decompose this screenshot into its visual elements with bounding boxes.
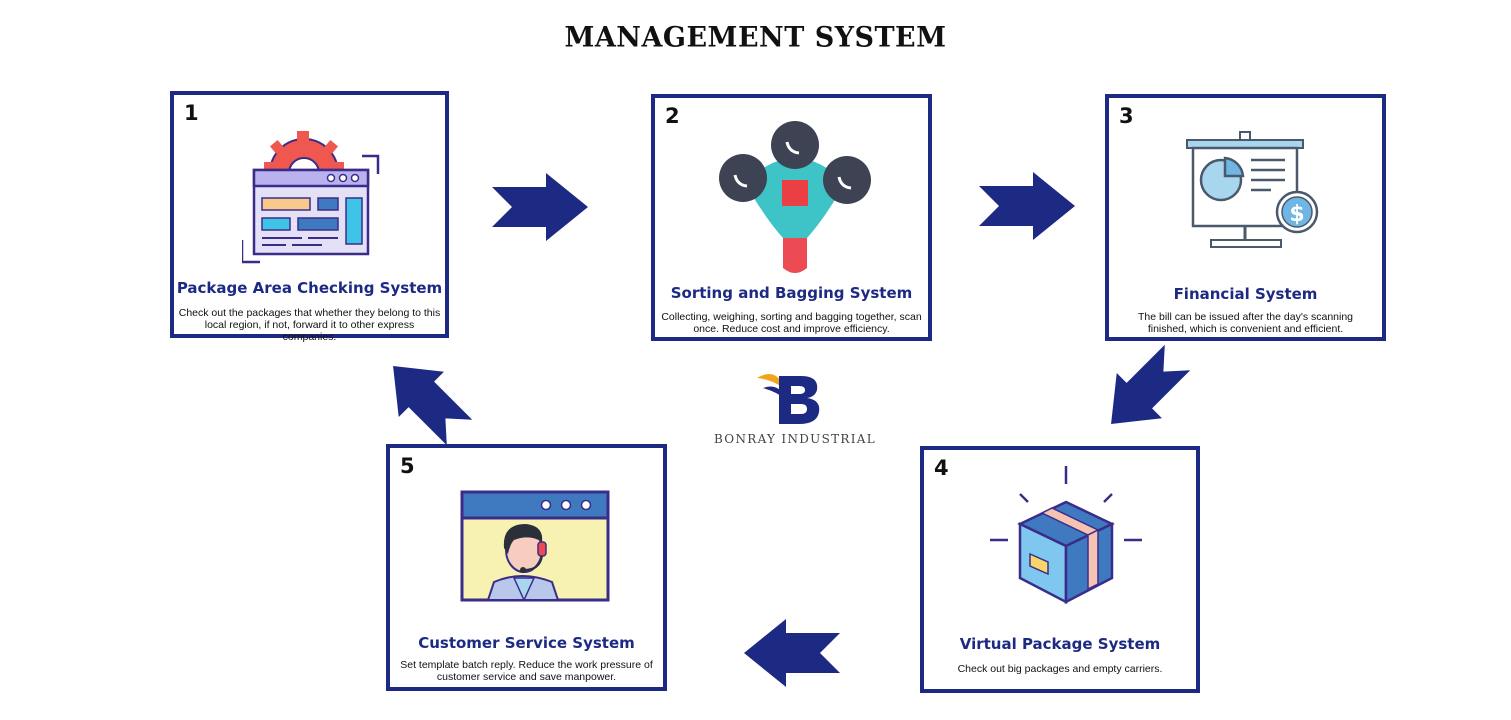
card-description-line: Check out big packages and empty carrier…: [957, 663, 1163, 675]
card-number: 4: [934, 456, 949, 480]
card-description-line: customer service and save manpower.: [436, 671, 617, 683]
arrow-1-to-2-icon: [492, 173, 588, 241]
card-virtual-package: 4 Virtual Package System Check out big p…: [920, 446, 1200, 693]
card-description-line: Collecting, weighing, sorting and baggin…: [661, 311, 922, 323]
card-number: 1: [184, 101, 199, 125]
customer-service-icon: [460, 490, 610, 610]
arrow-4-to-5-icon: [744, 619, 840, 687]
page-title: MANAGEMENT SYSTEM: [564, 21, 947, 54]
card-description: Check out big packages and empty carrier…: [928, 663, 1192, 675]
card-title: Virtual Package System: [959, 635, 1161, 653]
card-package-area-checking: 1: [170, 91, 449, 343]
card-title: Sorting and Bagging System: [670, 284, 913, 302]
card-description-line: The bill can be issued after the day's s…: [1137, 311, 1354, 323]
funnel-icon: [715, 118, 875, 283]
card-description: Check out the packages that whether they…: [178, 307, 441, 343]
settings-window-icon: [240, 128, 392, 273]
card-description-line: Set template batch reply. Reduce the wor…: [400, 659, 653, 671]
svg-text:$: $: [1289, 202, 1304, 227]
card-description-line: finished, which is convenient and effici…: [1147, 323, 1344, 335]
card-number: 3: [1119, 104, 1134, 128]
package-box-icon: [986, 462, 1146, 617]
arrow-2-to-3-icon: [979, 172, 1075, 240]
card-description-line: local region, if not, forward it to othe…: [204, 319, 415, 343]
card-financial: 3 $ Financial System The bill can be iss…: [1105, 94, 1386, 341]
arrow-3-to-4-icon: [1111, 344, 1191, 424]
card-number: 2: [665, 104, 680, 128]
card-title: Package Area Checking System: [176, 279, 443, 297]
card-description: The bill can be issued after the day's s…: [1113, 311, 1378, 335]
card-description: Collecting, weighing, sorting and baggin…: [659, 311, 924, 335]
card-title: Financial System: [1173, 285, 1318, 303]
card-number: 5: [400, 454, 415, 478]
card-sorting-bagging: 2 Sorting and Bagging System Collecting,…: [651, 94, 932, 341]
company-logo: BONRAY INDUSTRIAL: [705, 362, 885, 452]
logo-text: BONRAY INDUSTRIAL: [713, 432, 877, 446]
card-title: Customer Service System: [418, 634, 635, 652]
card-customer-service: 5 Customer Service System Set template b…: [386, 444, 667, 691]
card-description: Set template batch reply. Reduce the wor…: [394, 659, 659, 683]
arrow-5-to-1-icon: [393, 366, 473, 446]
card-description-line: once. Reduce cost and improve efficiency…: [693, 323, 890, 335]
bonray-logo-icon: [757, 374, 820, 424]
card-description-line: Check out the packages that whether they…: [178, 307, 441, 319]
presentation-board-icon: $: [1185, 130, 1325, 265]
